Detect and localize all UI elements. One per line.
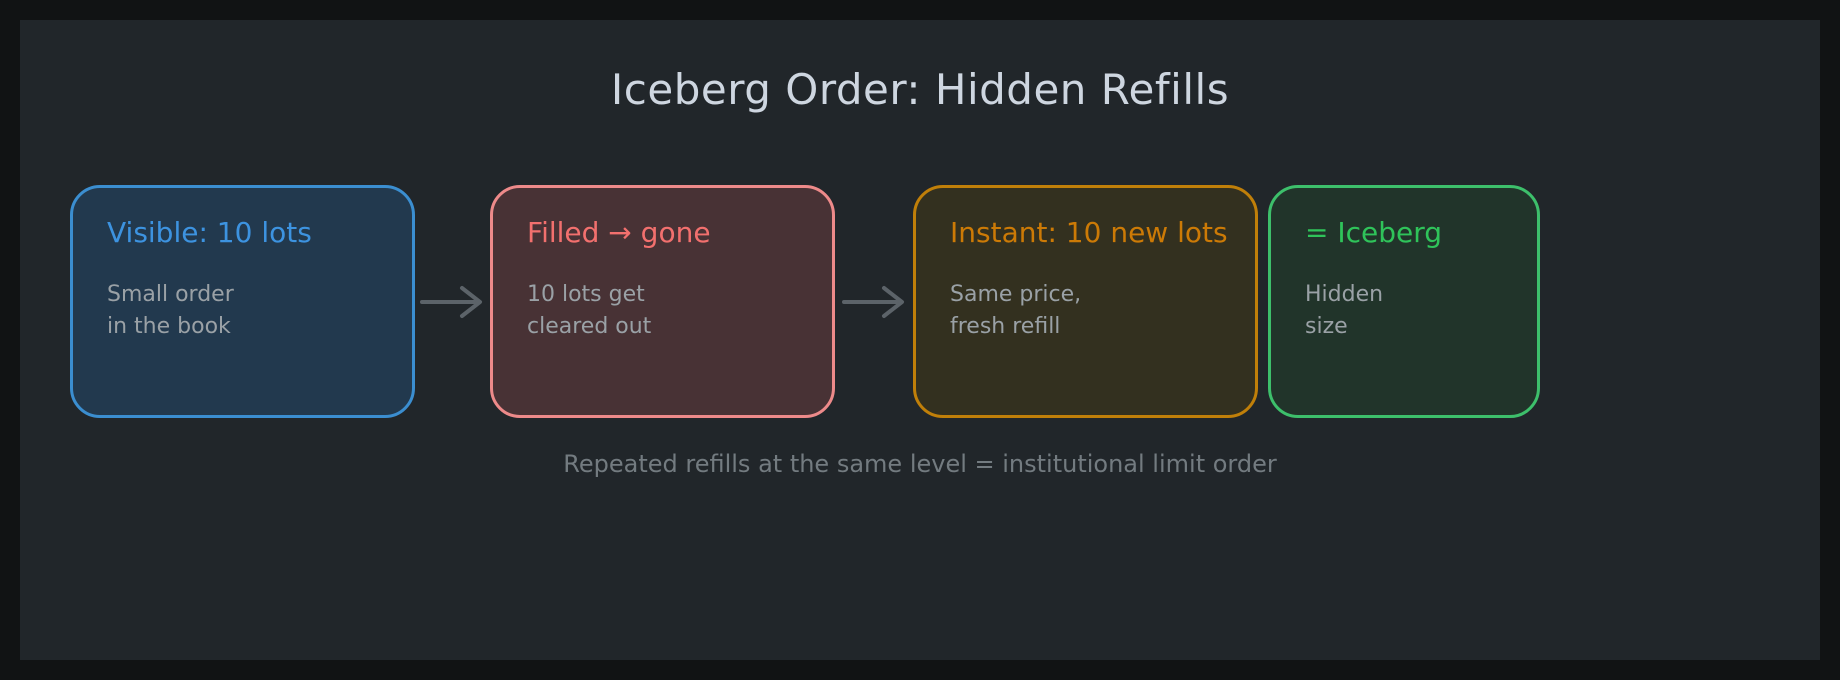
arrow-right-icon-2 [842,282,910,326]
node-iceberg[interactable]: = Iceberg Hidden size [1268,185,1540,418]
node-instant[interactable]: Instant: 10 new lots Same price, fresh r… [913,185,1258,418]
node-iceberg-body: Hidden size [1305,281,1384,339]
arrow-right-icon-1 [420,282,488,326]
node-instant-body: Same price, fresh refill [950,281,1082,339]
node-visible-title: Visible: 10 lots [107,216,312,249]
node-filled-body: 10 lots get cleared out [527,281,652,339]
node-visible[interactable]: Visible: 10 lots Small order in the book [70,185,415,418]
node-filled[interactable]: Filled → gone 10 lots get cleared out [490,185,835,418]
node-visible-body: Small order in the book [107,281,234,339]
node-row: Visible: 10 lots Small order in the book… [20,185,1820,420]
node-iceberg-title: = Iceberg [1305,216,1443,249]
diagram-panel: Iceberg Order: Hidden Refills Visible: 1… [20,20,1820,660]
diagram-title: Iceberg Order: Hidden Refills [610,65,1230,114]
node-filled-title: Filled → gone [527,216,711,249]
node-instant-title: Instant: 10 new lots [950,216,1228,249]
diagram-caption: Repeated refills at the same level = ins… [563,450,1277,478]
